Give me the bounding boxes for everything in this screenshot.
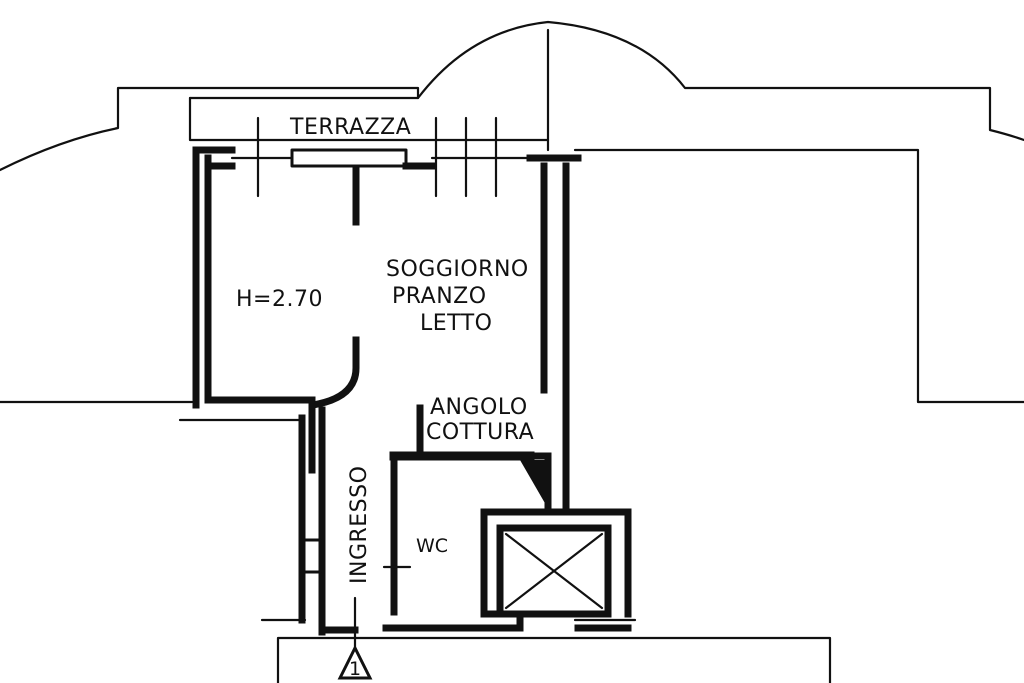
- label-living-2: PRANZO: [392, 284, 487, 309]
- marker-number: 1: [349, 658, 361, 680]
- door-jamb: [300, 538, 322, 574]
- label-kitchen-1: ANGOLO: [430, 395, 528, 420]
- lift-shaft: [496, 524, 612, 618]
- label-wc: WC: [416, 535, 448, 557]
- label-entrance: INGRESSO: [347, 466, 372, 584]
- label-terrace: TERRAZZA: [289, 115, 411, 140]
- label-living-1: SOGGIORNO: [386, 257, 529, 282]
- label-kitchen-2: COTTURA: [426, 420, 534, 445]
- label-ceiling-height: H=2.70: [236, 287, 323, 312]
- cross-marks: [353, 528, 412, 652]
- label-living-3: LETTO: [420, 311, 492, 336]
- building-outline: [0, 20, 1024, 683]
- window-frame: [290, 148, 408, 168]
- terrace-marks: [230, 116, 532, 198]
- kitchen-counter: [520, 460, 546, 505]
- entrance-marker-icon: 1: [337, 644, 373, 680]
- walls: [192, 146, 632, 636]
